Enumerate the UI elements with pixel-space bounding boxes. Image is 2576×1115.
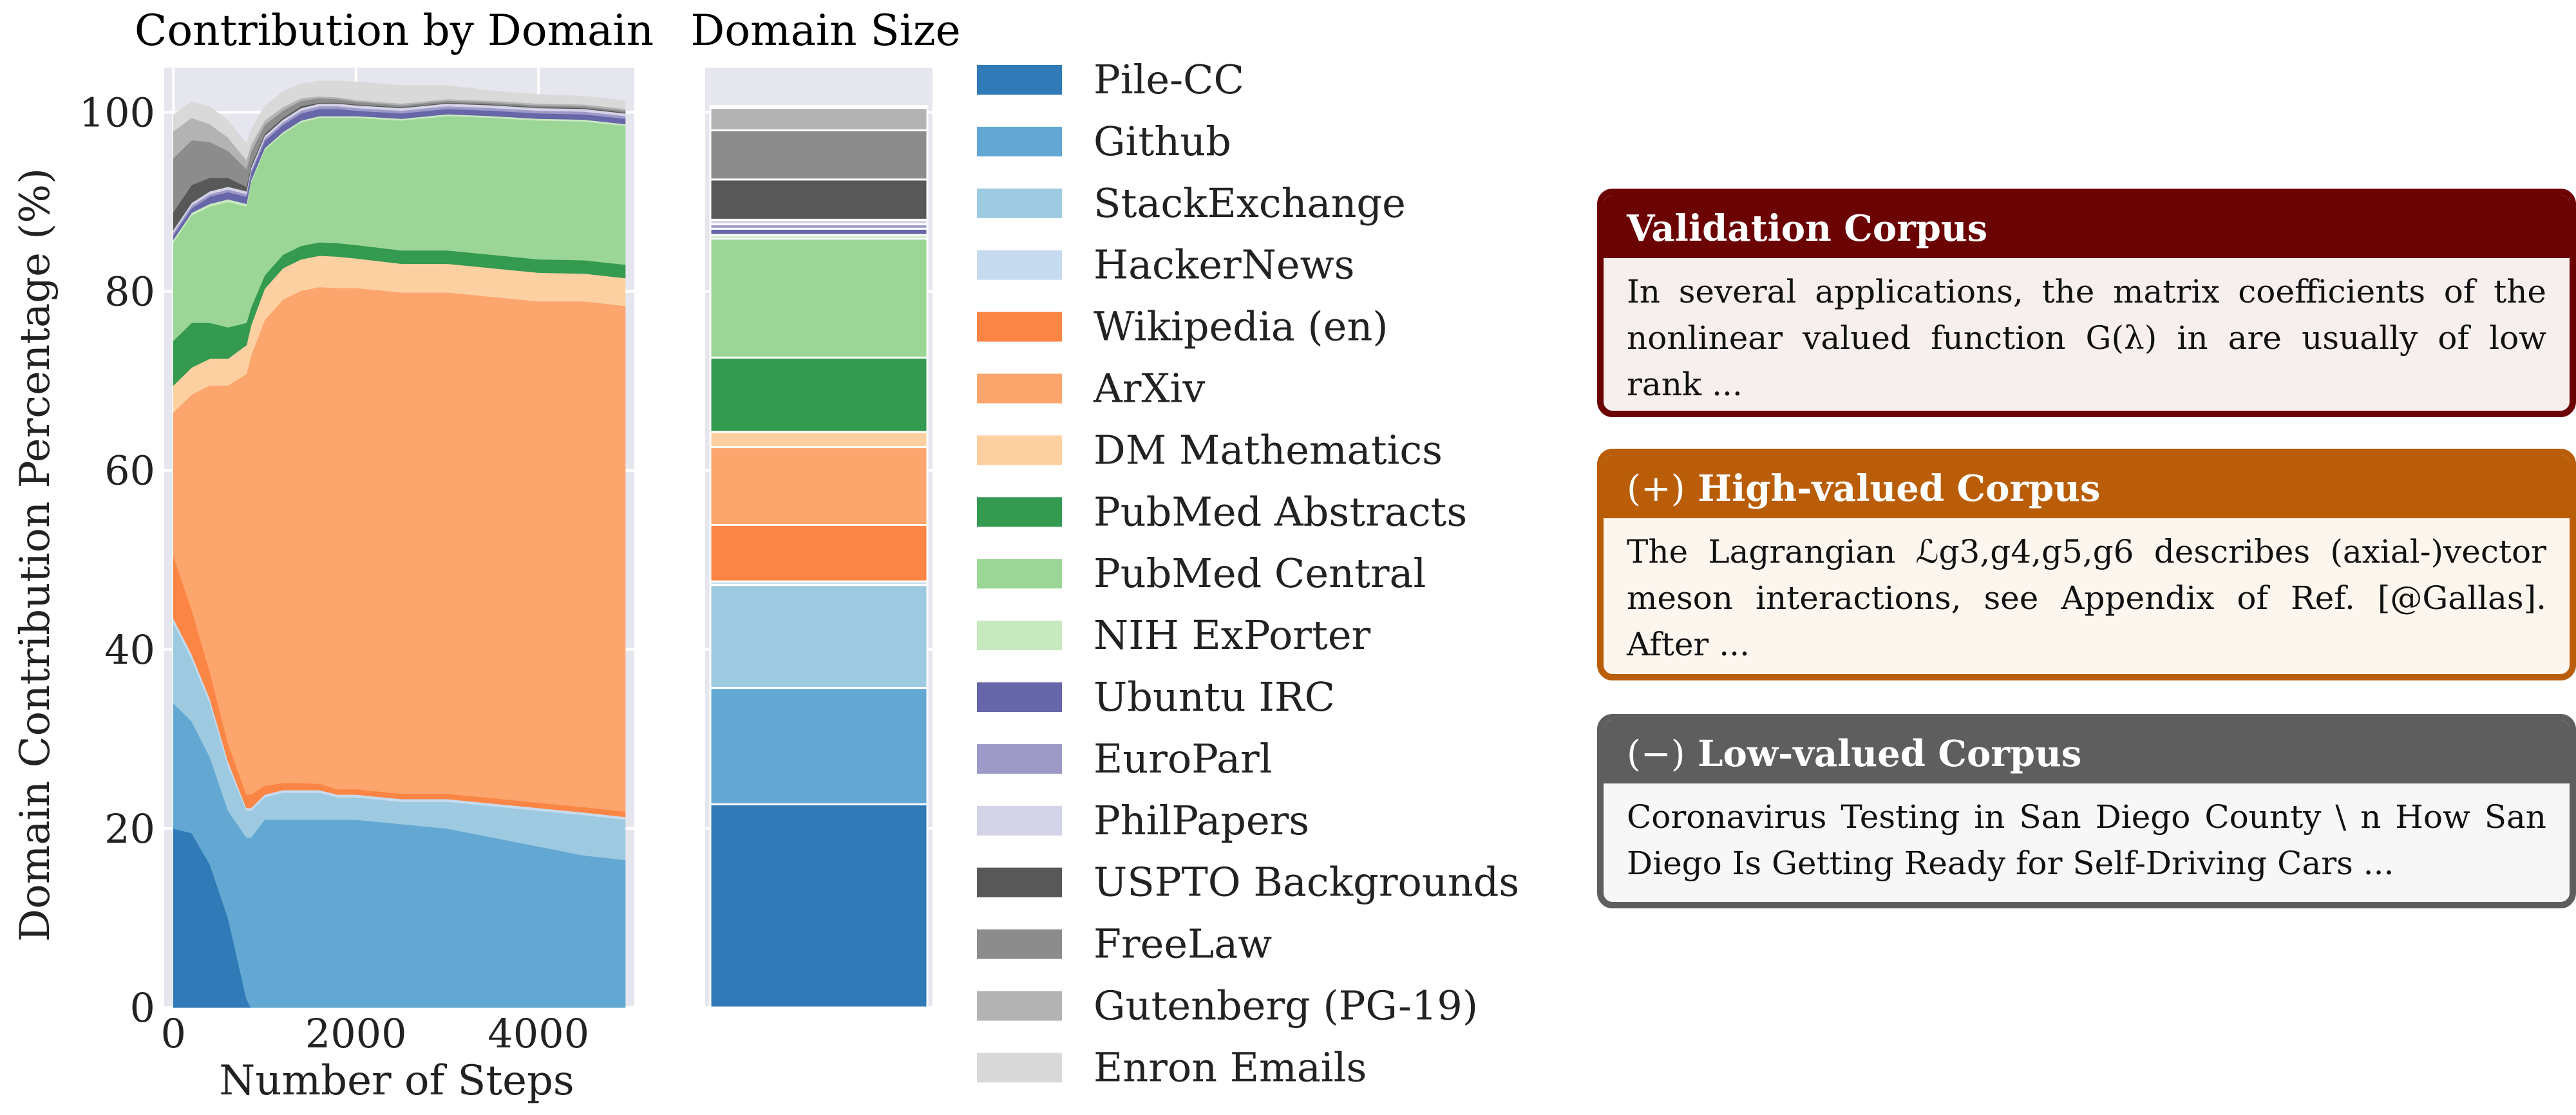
legend-label: DM Mathematics <box>1094 426 1443 473</box>
card-title: High-valued Corpus <box>1698 467 2101 510</box>
legend-swatch <box>977 497 1062 527</box>
card-title: Low-valued Corpus <box>1698 733 2082 775</box>
x-tick-label: 0 <box>160 1010 185 1057</box>
card-prefix: (+) <box>1627 468 1685 510</box>
legend-label: Gutenberg (PG-19) <box>1094 982 1478 1029</box>
legend-item-arxiv: ArXiv <box>977 365 1205 412</box>
legend-label: PubMed Abstracts <box>1094 488 1467 535</box>
legend-label: Wikipedia (en) <box>1094 303 1388 350</box>
bar-segment-wikipedia-en <box>709 524 929 583</box>
card-header: Validation Corpus <box>1604 195 2570 258</box>
legend-item-philpapers: PhilPapers <box>977 797 1309 844</box>
legend-item-pile-cc: Pile-CC <box>977 56 1244 103</box>
domain-size-bar <box>709 105 929 1009</box>
legend-swatch <box>977 65 1062 95</box>
card-header: (+) High-valued Corpus <box>1604 455 2570 518</box>
x-axis-label: Number of Steps <box>219 1057 574 1105</box>
legend: Pile-CC GithubStackExchangeHackerNewsWiki… <box>977 56 1519 1091</box>
legend-swatch <box>977 929 1062 959</box>
legend-swatch <box>977 373 1062 404</box>
legend-item-uspto-backgrounds: USPTO Backgrounds <box>977 859 1519 906</box>
legend-swatch <box>977 991 1062 1021</box>
bar-segment-gutenberg-pg-19 <box>709 107 929 131</box>
x-tick-label: 2000 <box>305 1010 407 1057</box>
legend-swatch <box>977 682 1062 712</box>
x-tick-label: 4000 <box>488 1010 589 1057</box>
legend-label: HackerNews <box>1094 241 1354 288</box>
legend-swatch <box>977 867 1062 897</box>
legend-swatch <box>977 1053 1062 1083</box>
bar-segment-enron-emails <box>709 105 929 109</box>
legend-item-pubmed-abstracts: PubMed Abstracts <box>977 488 1467 535</box>
legend-item-europarl: EuroParl <box>977 735 1273 782</box>
bar-segment-uspto-backgrounds <box>709 178 929 221</box>
card-prefix: (−) <box>1627 733 1685 775</box>
card-text: In several applications, the matrix coef… <box>1627 273 2546 403</box>
legend-item-stackexchange: StackExchange <box>977 180 1406 227</box>
bar-segment-pile-cc <box>709 803 929 1009</box>
legend-label: Enron Emails <box>1094 1044 1367 1091</box>
legend-item-pubmed-central: PubMed Central <box>977 550 1426 597</box>
legend-item-enron-emails: Enron Emails <box>977 1044 1367 1091</box>
validation-corpus-card: Validation Corpus In several applications… <box>1597 189 2576 417</box>
card-text: The Lagrangian ℒg3,g4,g5,g6 describes (a… <box>1627 533 2546 663</box>
bar-segment-dm-mathematics <box>709 431 929 449</box>
y-tick-label: 80 <box>104 268 155 315</box>
contribution-chart: 0 20 40 60 80 100 0 2000 4000 Contribution by Do… <box>12 6 654 1105</box>
legend-swatch <box>977 435 1062 465</box>
area-enron-emails <box>173 80 626 161</box>
legend-label: FreeLaw <box>1094 921 1272 968</box>
legend-swatch <box>977 126 1062 156</box>
legend-swatch <box>977 188 1062 218</box>
legend-swatch <box>977 621 1062 651</box>
domain-size-title: Domain Size <box>690 6 960 55</box>
legend-item-ubuntu-irc: Ubuntu IRC <box>977 673 1335 720</box>
legend-label: PubMed Central <box>1094 550 1426 597</box>
legend-swatch <box>977 744 1062 774</box>
bar-segment-pubmed-abstracts <box>709 357 929 433</box>
y-tick-label: 60 <box>104 447 155 494</box>
legend-label: StackExchange <box>1094 180 1406 227</box>
legend-item-dm-mathematics: DM Mathematics <box>977 426 1443 473</box>
contribution-chart-title: Contribution by Domain <box>135 6 654 55</box>
legend-label: EuroParl <box>1094 735 1273 782</box>
legend-swatch <box>977 559 1062 589</box>
legend-item-gutenberg-pg-19: Gutenberg (PG-19) <box>977 982 1478 1029</box>
legend-label: PhilPapers <box>1094 797 1309 844</box>
card-title: Validation Corpus <box>1627 207 1988 250</box>
card-header: (−) Low-valued Corpus <box>1604 720 2570 783</box>
legend-label: USPTO Backgrounds <box>1094 859 1519 906</box>
y-tick-label: 0 <box>130 984 155 1031</box>
legend-swatch <box>977 250 1062 280</box>
y-tick-label: 100 <box>79 89 155 136</box>
card-text: Coronavirus Testing in San Diego County … <box>1627 798 2546 882</box>
legend-item-freelaw: FreeLaw <box>977 921 1272 968</box>
domain-size-chart: Domain Size <box>690 6 961 1009</box>
legend-label: NIH ExPorter <box>1094 612 1371 659</box>
legend-label: Ubuntu IRC <box>1094 673 1335 720</box>
y-tick-label: 40 <box>104 626 155 673</box>
bar-segment-github <box>709 687 929 805</box>
legend-label: Pile-CC <box>1094 56 1244 103</box>
legend-label: ArXiv <box>1093 365 1205 412</box>
legend-item-nih-exporter: NIH ExPorter <box>977 612 1371 659</box>
bar-segment-freelaw <box>709 129 929 181</box>
y-axis-label: Domain Contribution Percentage (%) <box>12 168 59 942</box>
legend-item-github: Github <box>977 118 1231 165</box>
y-tick-label: 20 <box>104 805 155 852</box>
bar-segment-pubmed-central <box>709 238 929 359</box>
legend-swatch <box>977 805 1062 836</box>
contribution-chart-areas <box>173 80 626 1008</box>
contribution-chart-ticks: 0 20 40 60 80 100 0 2000 4000 <box>79 89 589 1057</box>
legend-label: Github <box>1094 118 1231 165</box>
legend-swatch <box>977 312 1062 342</box>
bar-segment-arxiv <box>709 446 929 527</box>
legend-item-wikipedia-en: Wikipedia (en) <box>977 303 1388 350</box>
legend-item-hackernews: HackerNews <box>977 241 1354 288</box>
bar-segment-stackexchange <box>709 584 929 689</box>
